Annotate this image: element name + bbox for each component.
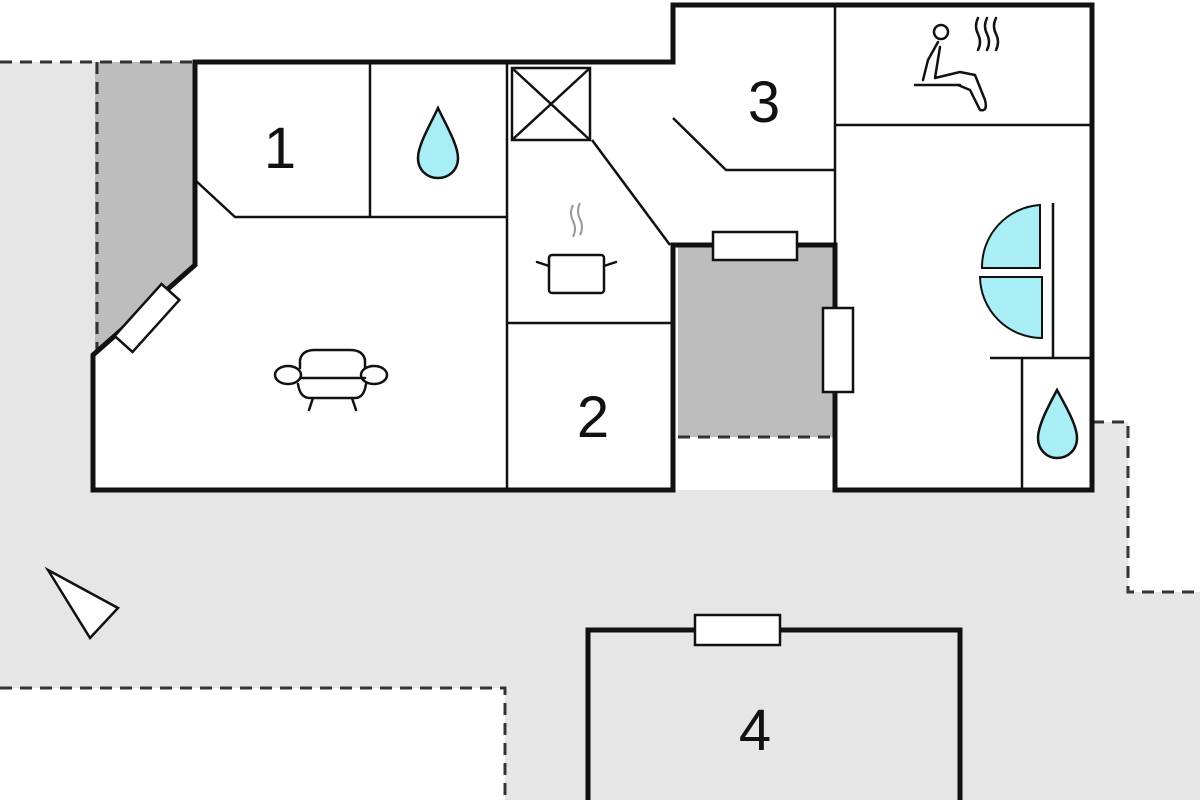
- north-arrow-icon: [44, 566, 121, 641]
- terrace-area: [0, 60, 1200, 800]
- room-1-label: 1: [264, 116, 296, 181]
- sauna-icon: [913, 16, 1000, 112]
- window: [112, 282, 182, 354]
- sofa-icon: [273, 348, 389, 412]
- cooking-pot-icon: [535, 202, 618, 295]
- window: [711, 230, 799, 262]
- main-building: [90, 2, 1095, 493]
- room-3-label: 3: [748, 70, 780, 135]
- room-4-label: 4: [739, 698, 771, 763]
- room-2-label: 2: [577, 385, 609, 450]
- annex-building: [585, 613, 963, 800]
- window: [821, 306, 855, 394]
- stairs-x-icon: [510, 66, 592, 142]
- water-drop-icon: [416, 105, 460, 180]
- shower-icon: [978, 203, 1043, 340]
- water-drop-icon: [1036, 387, 1079, 460]
- window: [693, 613, 782, 647]
